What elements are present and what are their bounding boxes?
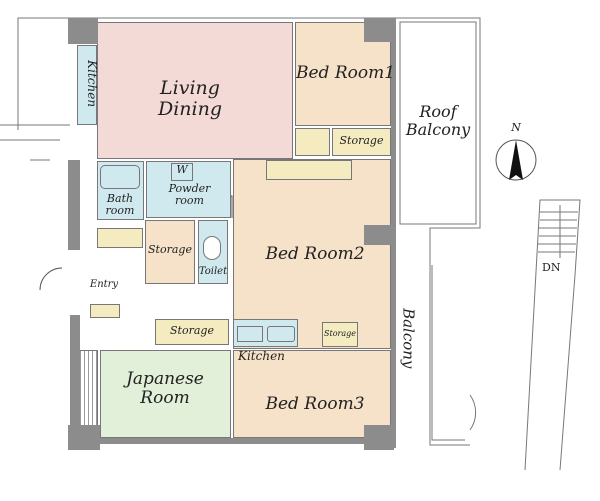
entry-cabinet <box>90 304 120 318</box>
wall-segment <box>98 438 394 444</box>
compass-north-label: N <box>511 121 521 134</box>
living-dining-room <box>97 22 293 159</box>
storage-low-label: Storage <box>170 324 214 337</box>
wall-segment <box>391 18 396 448</box>
closet-br1 <box>295 128 330 156</box>
storage-low-room <box>155 319 229 345</box>
wall-column <box>68 18 98 44</box>
wall-column <box>364 225 394 245</box>
shoe-cabinet <box>97 228 143 248</box>
storage-mid-label: Storage <box>148 243 192 256</box>
stairs-icon <box>538 205 578 258</box>
entry-label: Entry <box>89 279 119 290</box>
bedroom2-label: Bed Room2 <box>265 244 365 264</box>
kitchen-counter-top <box>77 45 97 125</box>
bedroom2-room <box>233 159 391 349</box>
bath-room <box>97 161 144 220</box>
bathtub-icon <box>100 165 140 189</box>
compass-icon <box>495 139 537 181</box>
wardrobe-br2 <box>266 160 352 180</box>
storage-br1-room <box>332 128 391 156</box>
kitchen-counter-bottom <box>233 319 298 347</box>
wall-column <box>364 18 394 42</box>
washer-icon: W <box>171 163 193 181</box>
balcony-label: Balcony <box>399 308 418 369</box>
wall-segment <box>68 160 80 250</box>
storage-br1-label: Storage <box>339 134 384 147</box>
powder-room <box>146 161 231 218</box>
bedroom3-label: Bed Room3 <box>265 394 365 414</box>
bedroom1-label: Bed Room1 <box>296 63 396 83</box>
japanese-room <box>100 350 231 438</box>
kitchen-bottom-label: Kitchen <box>238 349 285 363</box>
wall-segment <box>70 315 80 425</box>
kitchen-top-label: Kitchen <box>85 60 100 108</box>
storage-small-label: Storage <box>324 329 356 338</box>
wall-column <box>68 425 100 450</box>
storage-small-room <box>322 322 358 347</box>
stove-icon <box>237 326 263 342</box>
toilet-icon <box>203 236 221 260</box>
storage-mid-room <box>145 220 195 284</box>
bedroom3-room <box>233 350 391 438</box>
sink-icon <box>267 326 295 342</box>
toilet-label: Toilet <box>198 266 228 277</box>
stairs-down-label: DN <box>542 261 561 274</box>
wall-column <box>364 425 394 450</box>
